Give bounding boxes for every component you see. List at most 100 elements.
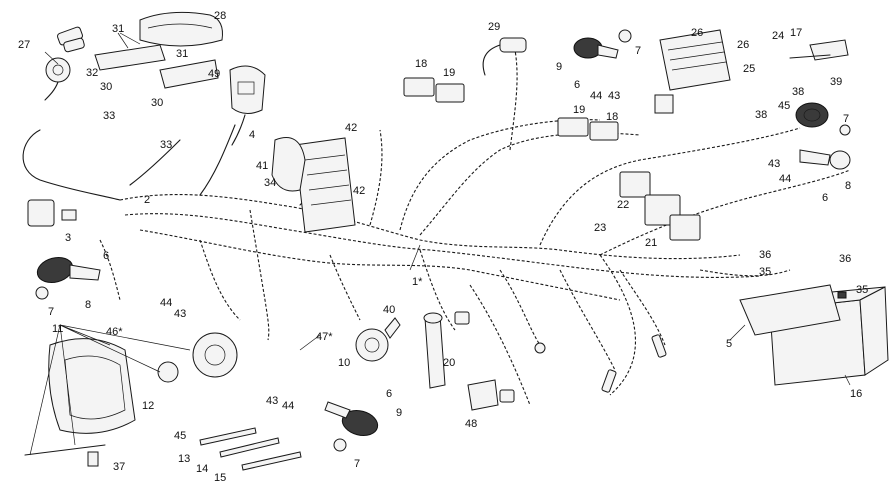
rear-bracket bbox=[789, 39, 849, 61]
callout-31: 31 bbox=[176, 48, 188, 60]
callout-23: 23 bbox=[594, 222, 606, 234]
callout-9: 9 bbox=[556, 61, 562, 73]
callout-5: 5 bbox=[726, 338, 732, 350]
callout-14: 14 bbox=[196, 463, 208, 475]
callout-16: 16 bbox=[850, 388, 862, 400]
callout-33: 33 bbox=[160, 139, 172, 151]
fuse-relay-box bbox=[619, 171, 701, 241]
callout-36: 36 bbox=[759, 249, 771, 261]
callout-6: 6 bbox=[822, 192, 828, 204]
callout-37: 37 bbox=[113, 461, 125, 473]
leader-lines bbox=[29, 32, 851, 456]
callout-19: 19 bbox=[573, 104, 585, 116]
callout-30: 30 bbox=[151, 97, 163, 109]
callout-31: 31 bbox=[112, 23, 124, 35]
callout-36: 36 bbox=[839, 253, 851, 265]
callout-4: 4 bbox=[249, 129, 255, 141]
callout-13: 13 bbox=[178, 453, 190, 465]
dash-bracket bbox=[94, 44, 219, 89]
callout-22: 22 bbox=[617, 199, 629, 211]
callout-27: 27 bbox=[18, 39, 30, 51]
battery-tray bbox=[739, 284, 841, 336]
handlebar-switch-left bbox=[229, 65, 266, 146]
callout-40: 40 bbox=[383, 304, 395, 316]
callout-44: 44 bbox=[590, 90, 602, 102]
callout-3: 3 bbox=[65, 232, 71, 244]
callout-47: 47* bbox=[316, 331, 333, 343]
sensor-48 bbox=[467, 379, 515, 411]
callout-46: 46* bbox=[106, 326, 123, 338]
callout-7: 7 bbox=[843, 113, 849, 125]
callout-45: 45 bbox=[174, 430, 186, 442]
callout-43: 43 bbox=[768, 158, 780, 170]
callout-33: 33 bbox=[103, 110, 115, 122]
callout-7: 7 bbox=[48, 306, 54, 318]
callout-44: 44 bbox=[160, 297, 172, 309]
instrument-cluster bbox=[139, 11, 223, 47]
callout-6: 6 bbox=[574, 79, 580, 91]
tail-light bbox=[795, 102, 829, 128]
callout-43: 43 bbox=[174, 308, 186, 320]
callout-7: 7 bbox=[354, 458, 360, 470]
voltage-regulator bbox=[654, 29, 731, 114]
callout-17: 17 bbox=[790, 27, 802, 39]
callout-20: 20 bbox=[443, 357, 455, 369]
callout-15: 15 bbox=[214, 472, 226, 484]
callout-12: 12 bbox=[142, 400, 154, 412]
callout-32: 32 bbox=[86, 67, 98, 79]
callout-30: 30 bbox=[100, 81, 112, 93]
turn-signal-rear-right bbox=[573, 29, 632, 59]
callout-42: 42 bbox=[353, 185, 365, 197]
callout-26: 26 bbox=[737, 39, 749, 51]
callout-45: 45 bbox=[778, 100, 790, 112]
callout-29: 29 bbox=[488, 21, 500, 33]
turn-signal-front-right bbox=[324, 401, 379, 452]
callout-34: 34 bbox=[264, 177, 276, 189]
callout-9: 9 bbox=[396, 407, 402, 419]
callout-labels: 28 27 31 32 30 31 49 33 30 33 4 2 3 6 7 … bbox=[18, 10, 868, 484]
callout-28: 28 bbox=[214, 10, 226, 22]
turn-signal-rear-right-8 bbox=[799, 124, 851, 170]
callout-19: 19 bbox=[443, 67, 455, 79]
headlight-assembly bbox=[24, 332, 238, 467]
horn bbox=[355, 317, 401, 362]
callout-38: 38 bbox=[755, 109, 767, 121]
callout-35: 35 bbox=[759, 266, 771, 278]
callout-41: 41 bbox=[256, 160, 268, 172]
callout-26: 26 bbox=[691, 27, 703, 39]
callout-25: 25 bbox=[743, 63, 755, 75]
relay-box bbox=[27, 199, 77, 227]
callout-21: 21 bbox=[645, 237, 657, 249]
sensor-29 bbox=[482, 37, 527, 76]
callout-39: 39 bbox=[830, 76, 842, 88]
sensor-leads bbox=[454, 311, 667, 393]
callout-2: 2 bbox=[144, 194, 150, 206]
callout-38: 38 bbox=[792, 86, 804, 98]
callout-49: 49 bbox=[208, 68, 220, 80]
callout-44: 44 bbox=[779, 173, 791, 185]
callout-42: 42 bbox=[345, 122, 357, 134]
callout-43: 43 bbox=[608, 90, 620, 102]
callout-48: 48 bbox=[465, 418, 477, 430]
callout-43: 43 bbox=[266, 395, 278, 407]
callout-8: 8 bbox=[85, 299, 91, 311]
callout-18: 18 bbox=[415, 58, 427, 70]
callout-7: 7 bbox=[635, 45, 641, 57]
callout-6: 6 bbox=[386, 388, 392, 400]
callout-8: 8 bbox=[845, 180, 851, 192]
ignition-switch-keys bbox=[44, 26, 85, 101]
callout-10: 10 bbox=[338, 357, 350, 369]
main-wiring-harness bbox=[22, 49, 851, 406]
callout-11: 11 bbox=[52, 323, 63, 335]
callout-44: 44 bbox=[282, 400, 294, 412]
callout-18: 18 bbox=[606, 111, 618, 123]
connector-block-18-19 bbox=[403, 77, 465, 103]
callout-6: 6 bbox=[103, 250, 109, 262]
connector-block-right bbox=[557, 117, 619, 141]
callout-1: 1* bbox=[412, 276, 423, 288]
cable-ties bbox=[199, 427, 302, 471]
callout-24: 24 bbox=[772, 30, 784, 42]
turn-signal-front-left bbox=[35, 257, 101, 300]
ecu-module bbox=[271, 137, 356, 233]
ignition-coil bbox=[423, 312, 446, 389]
